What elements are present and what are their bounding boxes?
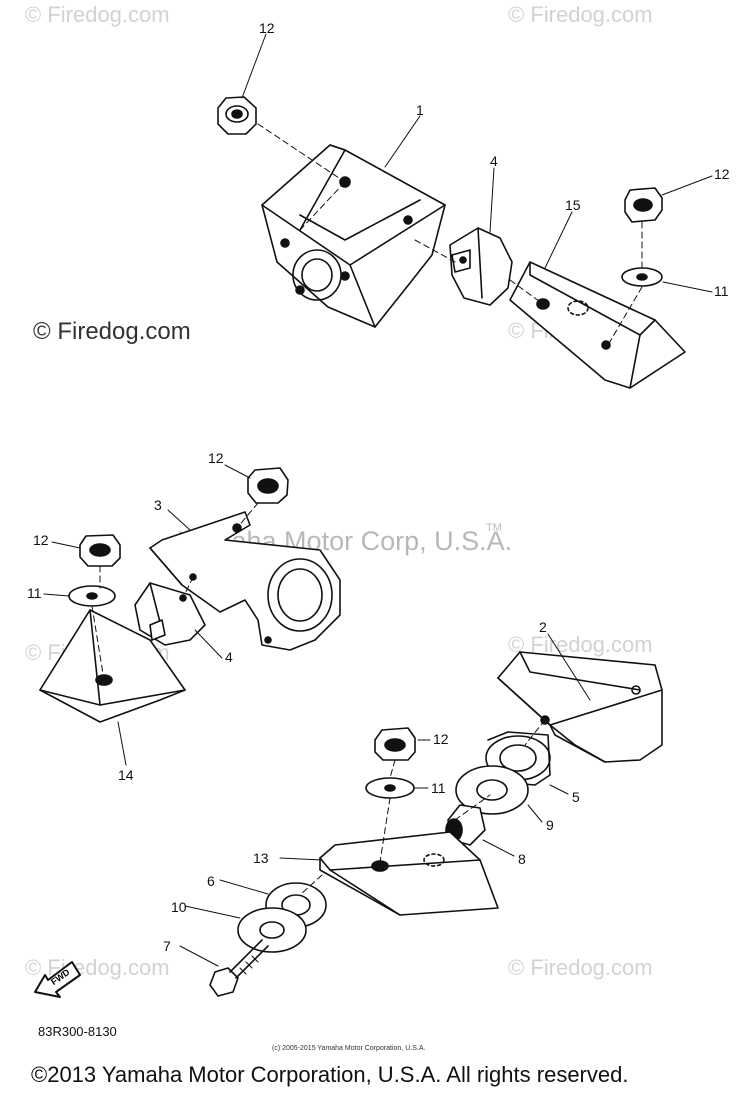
callout-15: 15 <box>565 197 581 213</box>
bracket-part-1 <box>261 144 446 328</box>
diagram-code: 83R300-8130 <box>38 1024 117 1039</box>
firedog-watermark: © Firedog.com <box>33 318 191 345</box>
dash-lines-mid <box>91 502 259 681</box>
washer-9 <box>455 765 529 815</box>
nut-12-top <box>217 96 257 135</box>
small-copyright: (c) 2005-2015 Yamaha Motor Corporation, … <box>272 1045 426 1052</box>
callout-2: 2 <box>539 619 547 635</box>
dash-lines-top <box>257 123 643 346</box>
washer-11-lower <box>365 777 415 799</box>
callout-4: 4 <box>490 153 498 169</box>
bracket-part-15 <box>509 261 686 389</box>
washer-11-top <box>621 267 663 287</box>
fwd-arrow-icon <box>34 961 81 998</box>
leader-lines-mid <box>43 464 251 766</box>
callout-11: 11 <box>714 283 729 299</box>
nut-12-lower <box>374 727 416 761</box>
callout-3: 3 <box>154 497 162 513</box>
callout-11: 11 <box>431 780 446 796</box>
bracket-part-13 <box>319 831 499 916</box>
callout-7: 7 <box>163 938 171 954</box>
callout-10: 10 <box>171 899 187 915</box>
rubber-mount-4-top <box>449 227 513 306</box>
washer-10 <box>237 907 307 953</box>
callout-5: 5 <box>572 789 580 805</box>
callout-12: 12 <box>259 20 275 36</box>
callout-4: 4 <box>225 649 233 665</box>
callout-6: 6 <box>207 873 215 889</box>
leader-lines-top <box>241 33 713 293</box>
firedog-watermark: © Firedog.com <box>25 2 170 27</box>
callout-14: 14 <box>118 767 134 783</box>
callout-12: 12 <box>433 731 449 747</box>
nut-12-mid-top <box>247 467 289 504</box>
bracket-part-3 <box>149 511 341 651</box>
bracket-part-14 <box>39 609 186 723</box>
dash-lines-lower <box>299 719 546 896</box>
callout-1: 1 <box>416 102 424 118</box>
callout-9: 9 <box>546 817 554 833</box>
callout-12: 12 <box>33 532 49 548</box>
firedog-watermark: © Firedog.com <box>508 955 653 980</box>
callout-13: 13 <box>253 850 269 866</box>
callout-12: 12 <box>208 450 224 466</box>
callout-11: 11 <box>27 585 42 601</box>
bracket-part-2 <box>497 651 663 763</box>
firedog-watermark: © Firedog.com <box>508 2 653 27</box>
leader-lines-lower <box>179 633 591 967</box>
firedog-watermark: © Firedog.com <box>25 955 170 980</box>
callout-12: 12 <box>714 166 730 182</box>
bolt-7 <box>209 939 269 997</box>
footer-copyright: ©2013 Yamaha Motor Corporation, U.S.A. A… <box>31 1062 629 1087</box>
trademark-mark: TM <box>486 522 502 534</box>
washer-11-mid <box>68 585 116 607</box>
nut-12-top-right <box>624 187 663 223</box>
callout-8: 8 <box>518 851 526 867</box>
nut-12-mid-left <box>79 534 121 567</box>
